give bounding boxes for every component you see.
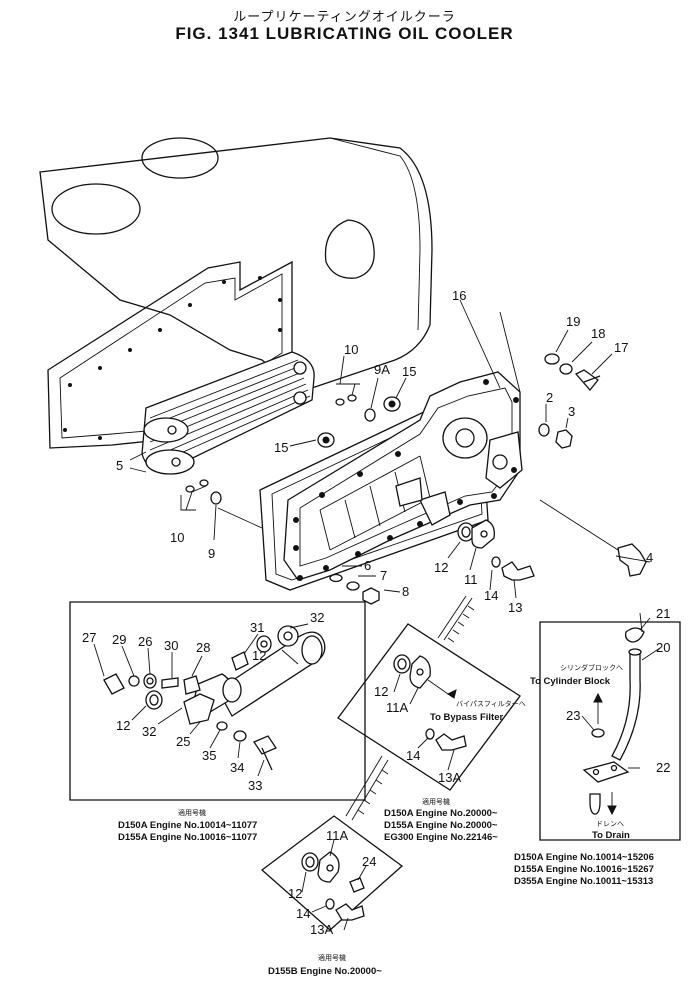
callout-11a-b: 11A (326, 828, 348, 843)
callout-32-a: 32 (310, 610, 324, 625)
inset-right (539, 612, 681, 841)
callout-13a-a: 13A (438, 770, 461, 785)
callout-12-b: 12 (252, 648, 266, 663)
applicability-bottom: 適用号機 D155B Engine No.20000~ (268, 953, 382, 977)
callout-7: 7 (380, 568, 387, 583)
callout-11: 11 (464, 572, 478, 587)
callout-13: 13 (508, 600, 522, 615)
inset-left (69, 601, 366, 801)
callout-12-e: 12 (288, 886, 302, 901)
drain-note-jp: ドレンへ (596, 820, 624, 828)
callout-24: 24 (362, 854, 376, 869)
callout-10-top: 10 (344, 342, 358, 357)
inset-middle (337, 623, 521, 791)
callout-13a-b: 13A (310, 922, 333, 937)
applicability-middle-line-1: D150A Engine No.20000~ (384, 808, 498, 819)
applicability-middle: 適用号機 D150A Engine No.20000~ D155A Engine… (384, 797, 498, 843)
callout-12-d: 12 (374, 684, 388, 699)
callout-25: 25 (176, 734, 190, 749)
applicability-right: D150A Engine No.10014~15206 D155A Engine… (514, 852, 654, 887)
applicability-left-header: 適用号機 (178, 808, 206, 817)
callout-31: 31 (250, 620, 264, 635)
callout-15-mid: 15 (274, 440, 288, 455)
callout-17: 17 (614, 340, 628, 355)
callout-15-top: 15 (402, 364, 416, 379)
callout-8: 8 (402, 584, 409, 599)
applicability-right-line-2: D155A Engine No.10016~15267 (514, 864, 654, 875)
callout-9: 9 (208, 546, 215, 561)
callout-14-b: 14 (406, 748, 420, 763)
direction-notes: シリンダブロックへ To Cylinder Block バイパスフィルターへ T… (430, 663, 630, 841)
callout-16: 16 (452, 288, 466, 303)
applicability-bottom-header: 適用号機 (318, 953, 346, 962)
engine-block-outline (39, 137, 433, 393)
cylinder-block-note-jp: シリンダブロックへ (560, 663, 623, 672)
oil-cooler-element (141, 351, 315, 475)
applicability-left-line-2: D155A Engine No.10016~11077 (118, 832, 257, 843)
callout-23: 23 (566, 708, 580, 723)
callouts: 16 19 18 17 10 9A 15 2 3 15 5 10 9 6 7 8… (82, 288, 670, 937)
callout-14-a: 14 (484, 588, 498, 603)
callout-33: 33 (248, 778, 262, 793)
callout-20: 20 (656, 640, 670, 655)
title-japanese: ループリケーティングオイルクーラ (233, 10, 456, 25)
callout-21: 21 (656, 606, 670, 621)
applicability-left-line-1: D150A Engine No.10014~11077 (118, 820, 257, 831)
callout-2: 2 (546, 390, 553, 405)
applicability-middle-line-3: EG300 Engine No.22146~ (384, 832, 498, 843)
callout-18: 18 (591, 326, 605, 341)
callout-35: 35 (202, 748, 216, 763)
applicability-middle-line-2: D155A Engine No.20000~ (384, 820, 498, 831)
applicability-bottom-line-1: D155B Engine No.20000~ (268, 966, 382, 977)
callout-30: 30 (164, 638, 178, 653)
callout-12-c: 12 (116, 718, 130, 733)
callout-4: 4 (646, 550, 653, 565)
callout-10-bot: 10 (170, 530, 184, 545)
applicability-left: 適用号機 D150A Engine No.10014~11077 D155A E… (118, 808, 257, 843)
callout-32-b: 32 (142, 724, 156, 739)
callout-9a: 9A (374, 362, 390, 377)
callout-28: 28 (196, 640, 210, 655)
callout-22: 22 (656, 760, 670, 775)
applicability-right-line-1: D150A Engine No.10014~15206 (514, 852, 654, 863)
bypass-note-jp: バイパスフィルターへ (456, 699, 526, 708)
callout-29: 29 (112, 632, 126, 647)
callout-34: 34 (230, 760, 244, 775)
main-leader-lines (129, 299, 651, 599)
callout-11a-a: 11A (386, 700, 408, 715)
applicability-right-line-3: D355A Engine No.10011~15313 (514, 876, 653, 887)
callout-3: 3 (568, 404, 575, 419)
figure-title: FIG. 1341 LUBRICATING OIL COOLER (175, 24, 514, 43)
twisted-leaders (345, 595, 475, 821)
bypass-note: To Bypass Filter (430, 712, 504, 723)
callout-19: 19 (566, 314, 580, 329)
inset-bottom (260, 815, 404, 931)
callout-26: 26 (138, 634, 152, 649)
cooler-cover (283, 371, 523, 581)
callout-6: 6 (364, 558, 371, 573)
callout-27: 27 (82, 630, 96, 645)
callout-12-a: 12 (434, 560, 448, 575)
applicability-middle-header: 適用号機 (422, 797, 450, 806)
callout-14-c: 14 (296, 906, 310, 921)
cylinder-block-note: To Cylinder Block (530, 676, 611, 687)
main-small-parts (185, 353, 647, 605)
callout-5: 5 (116, 458, 123, 473)
drain-note: To Drain (592, 830, 630, 841)
